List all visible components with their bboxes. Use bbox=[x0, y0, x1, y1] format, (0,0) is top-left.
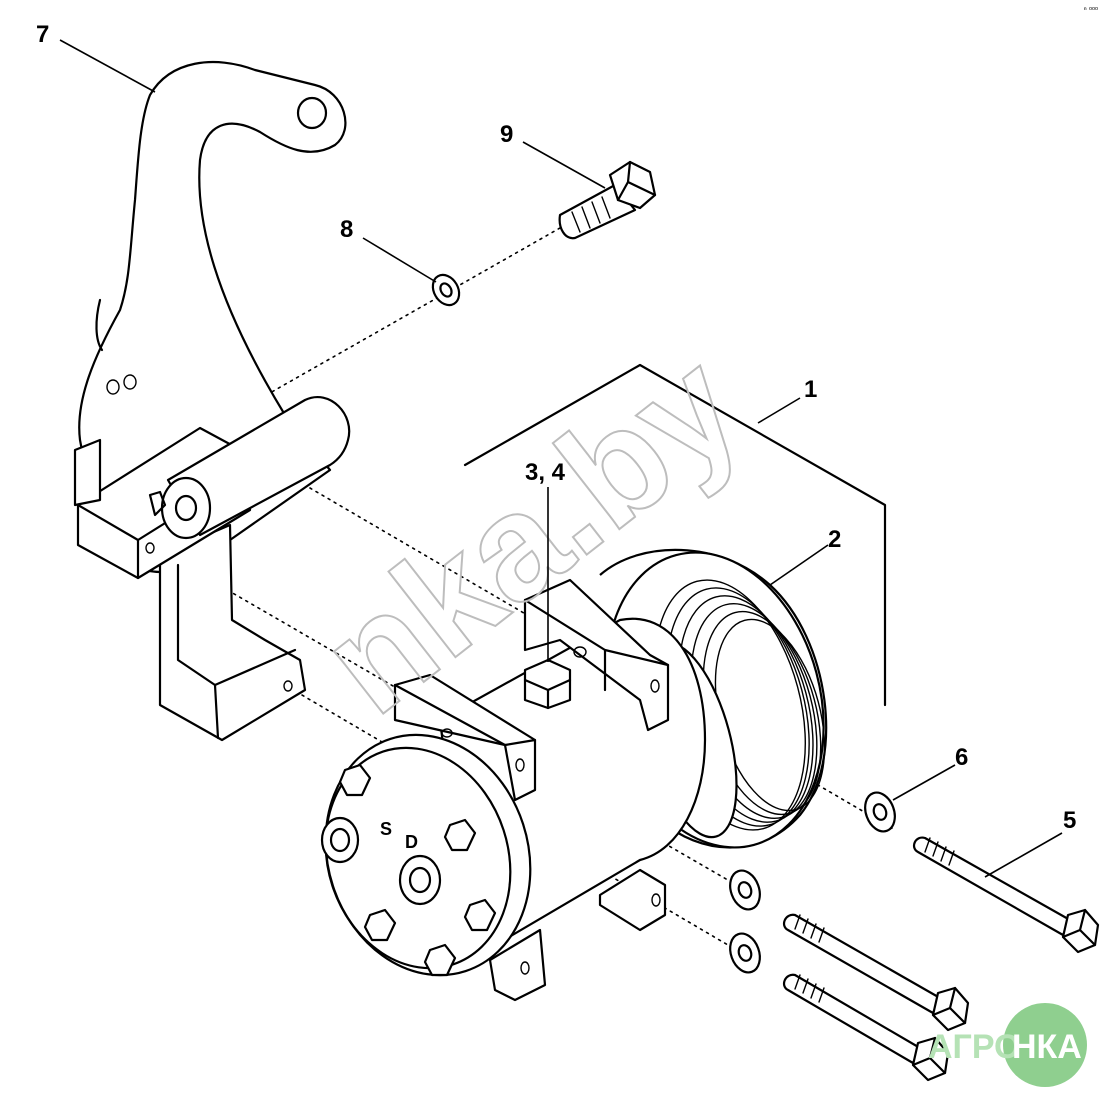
long-bolts bbox=[782, 836, 1100, 1082]
long-bolt-3 bbox=[782, 973, 950, 1082]
logo-text-left: АГРО bbox=[928, 1028, 1021, 1066]
compressor-body: S D bbox=[320, 578, 707, 1002]
callout-8: 8 bbox=[340, 216, 353, 243]
logo-text-right: НКА bbox=[1012, 1028, 1082, 1066]
washers bbox=[729, 791, 896, 974]
mounting-bracket bbox=[73, 60, 351, 742]
callout-1: 1 bbox=[804, 376, 817, 403]
callout-3-4: 3, 4 bbox=[525, 459, 566, 486]
callout-2: 2 bbox=[828, 526, 841, 553]
callouts: 7 9 8 1 2 3, 4 6 5 bbox=[36, 21, 1076, 834]
long-bolt-1 bbox=[912, 836, 1100, 954]
leader-lines bbox=[59, 39, 1063, 878]
agronka-logo: АГРО НКА bbox=[928, 1003, 1087, 1087]
assembly-bracket-1 bbox=[463, 363, 887, 707]
callout-5: 5 bbox=[1063, 807, 1076, 834]
callout-7: 7 bbox=[36, 21, 49, 48]
logo-circle bbox=[1003, 1003, 1087, 1087]
corner-mark: ⁿ ᵒᵒᵒ bbox=[1084, 5, 1098, 14]
port-label-s: S bbox=[380, 819, 392, 839]
port-label-d: D bbox=[405, 832, 418, 852]
bolt-9 bbox=[558, 160, 657, 240]
callout-9: 9 bbox=[500, 121, 513, 148]
washer-8 bbox=[431, 273, 461, 307]
long-bolt-2 bbox=[782, 913, 970, 1032]
callout-6: 6 bbox=[955, 744, 968, 771]
